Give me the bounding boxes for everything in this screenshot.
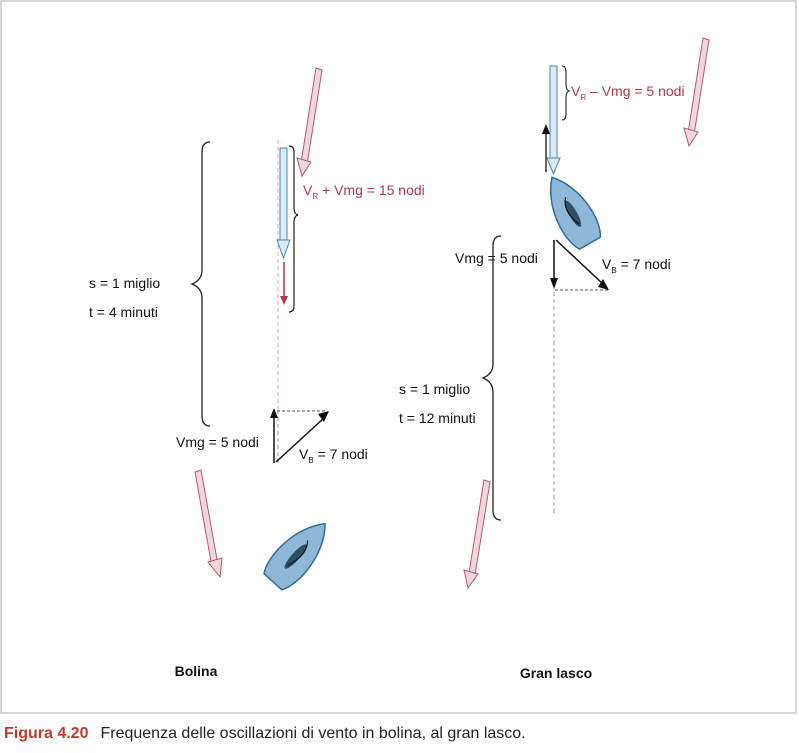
right-vb-label: VB = 7 nodi bbox=[602, 256, 671, 275]
right-boat-icon bbox=[550, 176, 602, 251]
left-vector-triangle bbox=[270, 408, 329, 463]
left-vb-label: VB = 7 nodi bbox=[299, 446, 368, 465]
right-formula: VR – Vmg = 5 nodi bbox=[571, 83, 685, 102]
figure-border bbox=[0, 0, 797, 714]
figure-caption: Figura 4.20 Frequenza delle oscillazioni … bbox=[4, 725, 526, 743]
left-vmg-red-arrow bbox=[280, 262, 288, 305]
right-vmg-up-arrow bbox=[542, 124, 550, 172]
left-formula: VR + Vmg = 15 nodi bbox=[303, 182, 425, 201]
left-distance: s = 1 miglio bbox=[89, 275, 160, 291]
right-time: t = 12 minuti bbox=[399, 410, 476, 426]
right-current-arrow bbox=[546, 65, 561, 176]
right-big-brace bbox=[481, 235, 502, 521]
left-boat-icon bbox=[263, 522, 326, 591]
right-heading: Gran lasco bbox=[520, 665, 592, 681]
left-time: t = 4 minuti bbox=[89, 304, 158, 320]
left-heading: Bolina bbox=[175, 663, 218, 679]
right-distance: s = 1 miglio bbox=[399, 381, 470, 397]
left-wind-arrow-top bbox=[296, 67, 323, 178]
figure-number: Figura 4.20 bbox=[4, 725, 89, 742]
right-wind-arrow-top bbox=[683, 37, 710, 148]
left-current-arrow bbox=[276, 147, 291, 260]
right-vmg-label: Vmg = 5 nodi bbox=[455, 250, 538, 266]
left-big-brace bbox=[190, 141, 211, 427]
left-vmg-label: Vmg = 5 nodi bbox=[176, 434, 259, 450]
left-small-brace bbox=[288, 145, 299, 313]
right-vector-triangle bbox=[550, 239, 609, 291]
right-small-brace bbox=[561, 65, 571, 121]
right-wind-arrow-bottom bbox=[463, 479, 491, 590]
left-wind-arrow-bottom bbox=[194, 469, 223, 579]
figure-caption-text: Frequenza delle oscillazioni di vento in… bbox=[100, 725, 526, 742]
